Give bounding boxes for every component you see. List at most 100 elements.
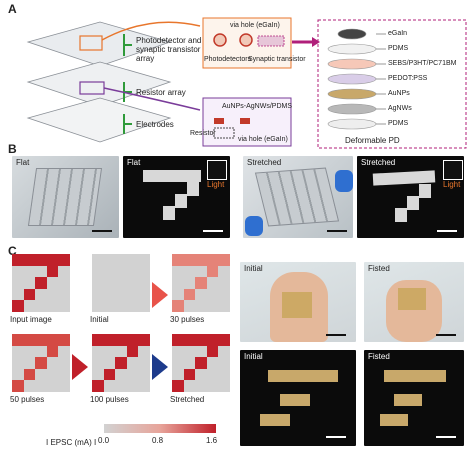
layer-label: PDMS — [388, 120, 409, 127]
map-cell — [115, 380, 127, 392]
map-cell — [206, 277, 219, 289]
scale-bar — [92, 230, 112, 232]
map-cell — [35, 357, 47, 369]
map-cell — [46, 345, 59, 358]
map-cell — [195, 334, 207, 346]
map-cell — [183, 357, 196, 369]
map-cell — [126, 288, 139, 301]
map-cell — [23, 357, 36, 369]
map-cell — [126, 357, 139, 369]
map-cell — [35, 288, 47, 301]
map-cell — [23, 265, 36, 278]
map-cell — [46, 357, 59, 369]
map-cell — [58, 277, 70, 289]
map-cell — [35, 254, 47, 266]
photo-hand-fisted: Fisted — [364, 262, 464, 342]
map-cell — [126, 300, 139, 312]
map-cell — [206, 300, 219, 312]
label-photodetectors: Photodetectors — [204, 56, 252, 63]
deformable-pd-layers — [327, 28, 386, 130]
photo-fisted-light: Fisted — [364, 350, 464, 446]
map-label-stretched: Stretched — [170, 395, 205, 404]
layer-disk — [327, 118, 377, 130]
map-cell — [23, 288, 36, 301]
map-cell — [115, 265, 127, 278]
map-cell — [172, 357, 184, 369]
map-cell — [12, 380, 24, 392]
layer-disk — [327, 73, 377, 85]
map-cell — [195, 300, 207, 312]
map-cell — [172, 277, 184, 289]
map-cell — [183, 380, 196, 392]
map-cell — [126, 345, 139, 358]
scale-bar — [327, 230, 347, 232]
map-cell — [183, 277, 196, 289]
map-cell — [183, 254, 196, 266]
scale-bar — [326, 334, 346, 336]
map-cell — [92, 357, 104, 369]
map-cell — [103, 288, 116, 301]
map-cell — [218, 345, 230, 358]
photo-stretched-device: Stretched — [243, 156, 353, 238]
map-cell — [115, 254, 127, 266]
photo-stretched-light: Stretched Light — [357, 156, 464, 238]
label-electrodes: Electrodes — [136, 120, 174, 129]
scale-bar — [436, 436, 456, 438]
map-cell — [126, 265, 139, 278]
map-cell — [103, 380, 116, 392]
arrow-right-red-1 — [152, 282, 168, 308]
label-flat-1: Flat — [16, 158, 30, 167]
map-label-p30: 30 pulses — [170, 315, 205, 324]
map-cell — [183, 288, 196, 301]
layer-stack — [26, 21, 172, 143]
layer-label: AuNPs — [388, 90, 410, 97]
map-cell — [195, 265, 207, 278]
label-aunps-agnws: AuNPs-AgNWs/PDMS — [222, 103, 293, 110]
map-cell — [92, 288, 104, 301]
map-cell — [138, 380, 150, 392]
map-cell — [92, 368, 104, 381]
photo-flat-device: Flat — [12, 156, 119, 238]
map-cell — [172, 368, 184, 381]
map-cell — [92, 300, 104, 312]
map-cell — [92, 334, 104, 346]
label-fisted-top: Fisted — [368, 264, 390, 273]
map-cell — [23, 277, 36, 289]
layer-label: eGaIn — [388, 30, 408, 37]
map-cell — [138, 357, 150, 369]
map-cell — [46, 368, 59, 381]
map-cell — [195, 254, 207, 266]
map-cell — [183, 265, 196, 278]
map-cell — [115, 334, 127, 346]
map-cell — [115, 300, 127, 312]
map-cell — [126, 334, 139, 346]
photo-initial-light: Initial — [240, 350, 356, 446]
map-cell — [138, 254, 150, 266]
map-label-p100: 100 pulses — [90, 395, 129, 404]
map-label-input: Input image — [10, 315, 52, 324]
map-cell — [218, 368, 230, 381]
epsc-map-p100 — [92, 334, 150, 392]
colorbar — [104, 424, 216, 433]
arrow-right-blue — [152, 354, 168, 380]
map-cell — [103, 368, 116, 381]
map-cell — [92, 254, 104, 266]
map-cell — [46, 277, 59, 289]
label-initial-bottom: Initial — [244, 352, 263, 361]
map-cell — [172, 334, 184, 346]
map-cell — [58, 368, 70, 381]
map-cell — [12, 288, 24, 301]
map-cell — [35, 300, 47, 312]
layer-disk — [327, 103, 377, 115]
map-cell — [115, 368, 127, 381]
label-stretched-1: Stretched — [247, 158, 282, 167]
layer-disk — [327, 88, 377, 100]
map-cell — [172, 345, 184, 358]
scale-bar — [437, 230, 457, 232]
map-cell — [58, 254, 70, 266]
map-cell — [218, 300, 230, 312]
label-flat-2: Flat — [127, 158, 141, 167]
label-resistor: Resistor — [190, 130, 216, 137]
epsc-map-p30 — [172, 254, 230, 312]
map-cell — [23, 368, 36, 381]
